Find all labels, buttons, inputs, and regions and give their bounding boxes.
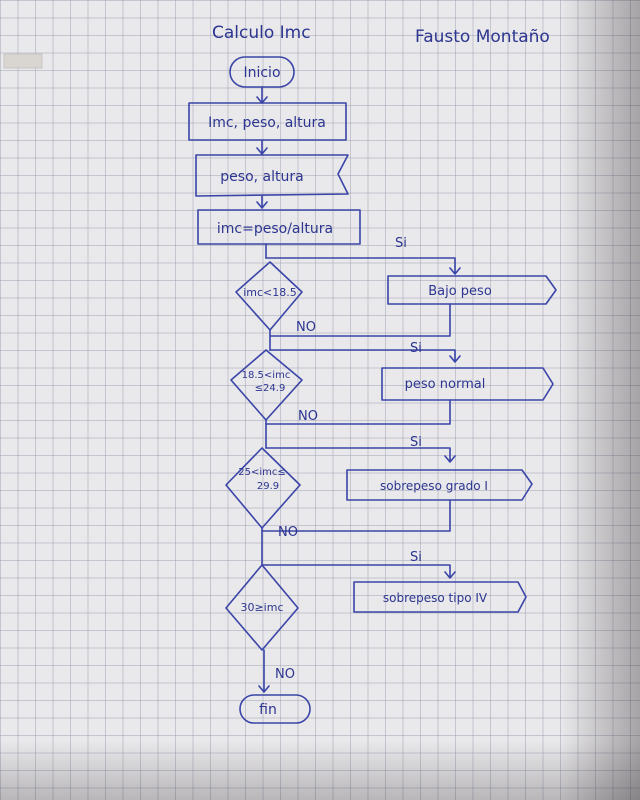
return-line-3 [261, 499, 451, 532]
yes-label-3: Si [410, 435, 422, 450]
output-1 [387, 275, 557, 305]
return-line-1 [269, 303, 451, 337]
declaration-label: Imc, peso, altura [208, 115, 326, 131]
process-label: imc=peso/altura [217, 221, 333, 237]
decision-2-label-line1: 18.5<imc [242, 370, 291, 381]
output-3-label: sobrepeso grado I [380, 479, 488, 493]
output-2-label: peso normal [405, 377, 486, 392]
author-name: Fausto Montaño [415, 27, 550, 47]
output-1-label: Bajo peso [428, 284, 492, 299]
input-label: peso, altura [220, 169, 303, 185]
output-4-label: sobrepeso tipo IV [383, 591, 488, 605]
corner-sticker [3, 53, 43, 69]
no-label-3: NO [278, 525, 298, 540]
yes-branch-3-line [265, 447, 456, 463]
diagram-title: Calculo Imc [212, 23, 311, 43]
arrow-declare-input [256, 139, 268, 155]
decision-1-label: imc<18.5 [243, 286, 297, 299]
output-4 [353, 581, 527, 613]
decision-4 [225, 564, 299, 651]
bottom-shadow [0, 740, 640, 800]
end-label: fin [259, 702, 277, 718]
decision-3-label-line1: 25<imc≤ [238, 467, 286, 478]
start-label: Inicio [243, 65, 280, 81]
end-terminal [239, 694, 311, 724]
yes-label-4: Si [410, 550, 422, 565]
return-line-2 [265, 399, 451, 425]
decision-2-label-line2: ≤24.9 [255, 383, 286, 394]
input-shape [195, 154, 349, 197]
process-box [197, 209, 361, 245]
decision-3-label-line2: 29.9 [257, 481, 279, 492]
arrow-start-declare [256, 86, 268, 104]
output-2 [381, 367, 554, 401]
arrow-d4-end [258, 649, 270, 693]
yes-branch-1-line [265, 257, 461, 275]
output-3 [346, 469, 533, 501]
yes-branch-2-line [269, 349, 461, 363]
no-label-1: NO [296, 320, 316, 335]
decision-4-label: 30≥imc [240, 601, 283, 614]
arrow-input-process [256, 195, 268, 209]
yes-label-1: Si [395, 236, 407, 251]
yes-branch-4-line [261, 564, 456, 579]
declaration-box [188, 102, 347, 141]
no-label-4: NO [275, 667, 295, 682]
no-label-2: NO [298, 409, 318, 424]
page-edge-shadow [560, 0, 640, 800]
yes-label-2: Si [410, 341, 422, 356]
